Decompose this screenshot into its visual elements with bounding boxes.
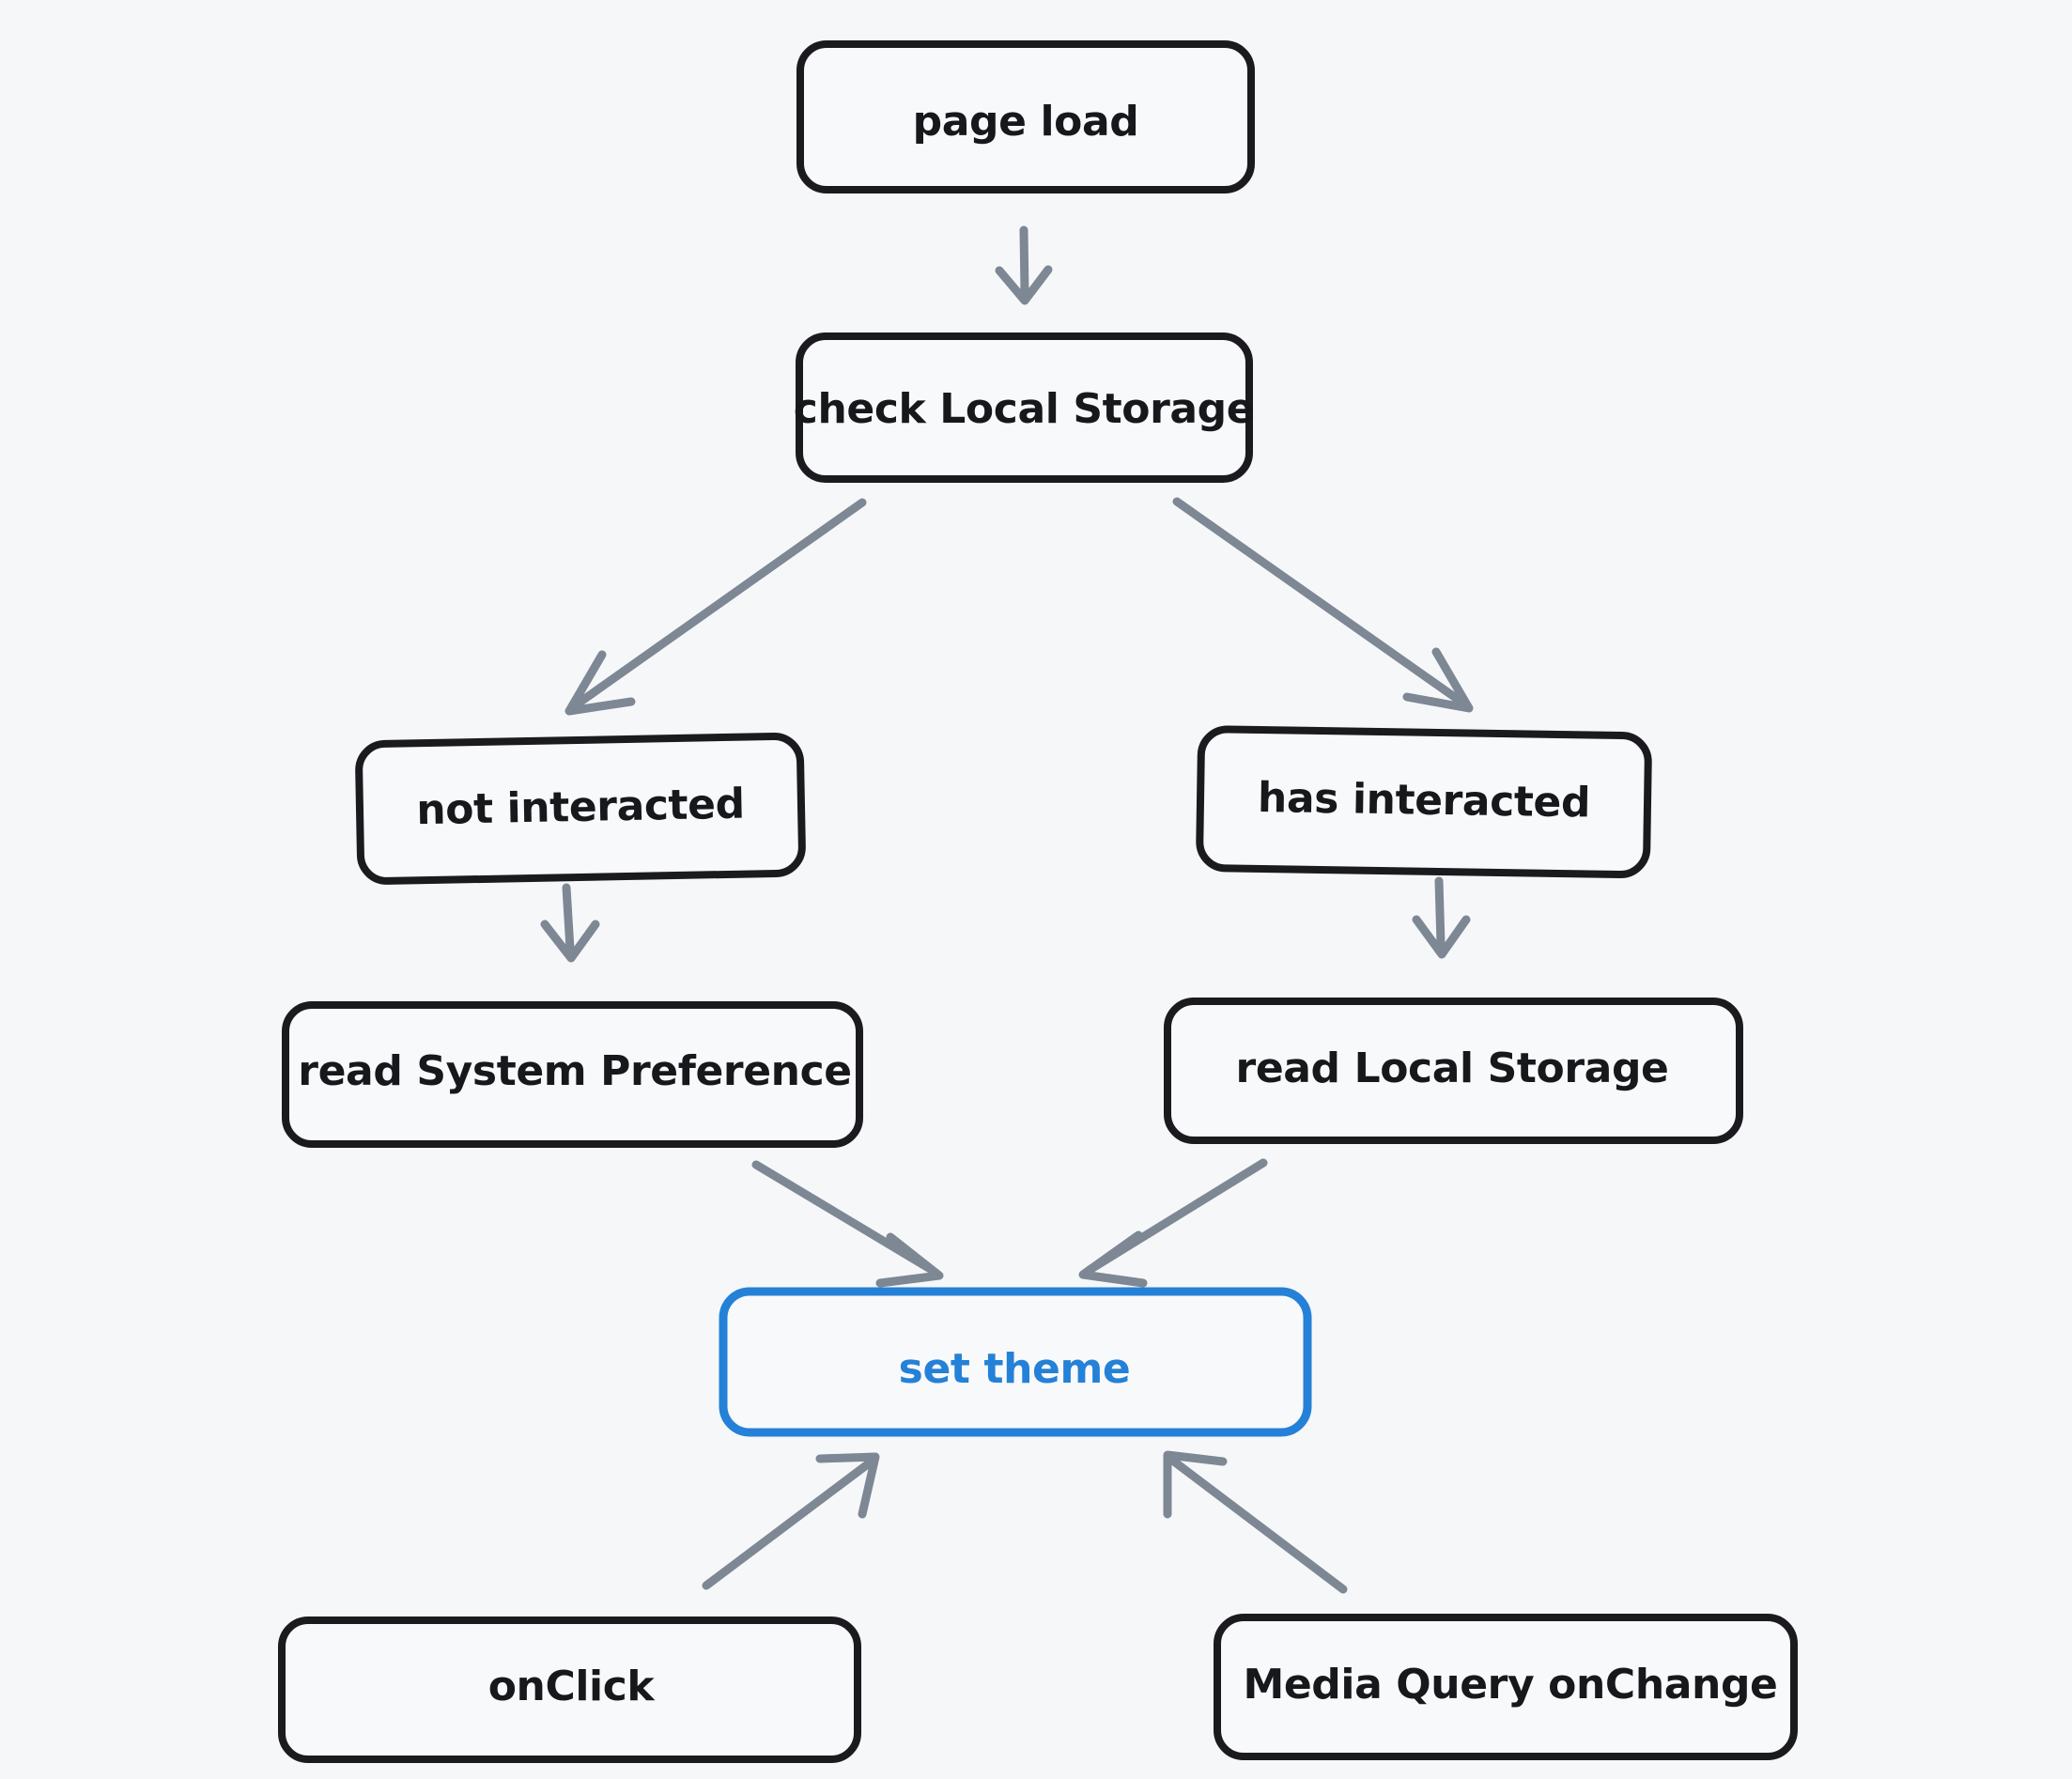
node-not-interacted[interactable]: not interacted (355, 732, 806, 885)
node-media-query-onchange-label: Media Query onChange (1243, 1661, 1777, 1709)
node-read-local-storage[interactable]: read Local Storage (1164, 998, 1743, 1144)
edge-onclick-to-set-theme (702, 1452, 880, 1590)
node-has-interacted-box[interactable] (1196, 725, 1652, 879)
node-read-system-preference[interactable]: read System Preference (282, 1001, 863, 1148)
edge-not-interacted-to-read-system-preference (540, 883, 600, 963)
node-read-system-preference-label: read System Preference (298, 1047, 851, 1095)
node-onclick[interactable]: onClick (278, 1617, 861, 1763)
node-read-system-preference-box[interactable] (282, 1001, 863, 1148)
node-set-theme-label: set theme (899, 1345, 1131, 1393)
edge-has-interacted-to-read-local-storage (1412, 876, 1471, 959)
node-page-load-label: page load (913, 98, 1139, 146)
node-has-interacted-label: has interacted (1258, 774, 1591, 828)
edge-media-query-onchange-to-set-theme (1163, 1450, 1348, 1594)
node-page-load-box[interactable] (796, 40, 1255, 193)
edge-read-local-storage-to-set-theme (1078, 1158, 1268, 1288)
node-read-local-storage-label: read Local Storage (1236, 1044, 1669, 1092)
node-check-local-storage[interactable]: check Local Storage (794, 333, 1255, 483)
node-media-query-onchange[interactable]: Media Query onChange (1214, 1614, 1798, 1760)
edge-check-local-storage-to-not-interacted (564, 498, 867, 716)
edge-check-local-storage-to-has-interacted (1172, 497, 1474, 713)
node-not-interacted-label: not interacted (416, 781, 745, 835)
node-page-load[interactable]: page load (796, 40, 1255, 193)
edge-page-load-to-check-local-storage (995, 225, 1053, 305)
node-set-theme-box[interactable] (719, 1287, 1312, 1437)
node-read-local-storage-box[interactable] (1164, 998, 1743, 1144)
node-onclick-label: onClick (488, 1663, 657, 1710)
node-check-local-storage-label: check Local Storage (794, 385, 1254, 433)
node-media-query-onchange-box[interactable] (1214, 1614, 1798, 1760)
node-onclick-box[interactable] (278, 1617, 861, 1763)
node-has-interacted[interactable]: has interacted (1196, 725, 1652, 879)
edge-read-system-preference-to-set-theme (751, 1160, 944, 1288)
node-set-theme[interactable]: set theme (719, 1287, 1312, 1437)
node-not-interacted-box[interactable] (355, 732, 806, 885)
node-check-local-storage-box[interactable] (796, 333, 1253, 483)
